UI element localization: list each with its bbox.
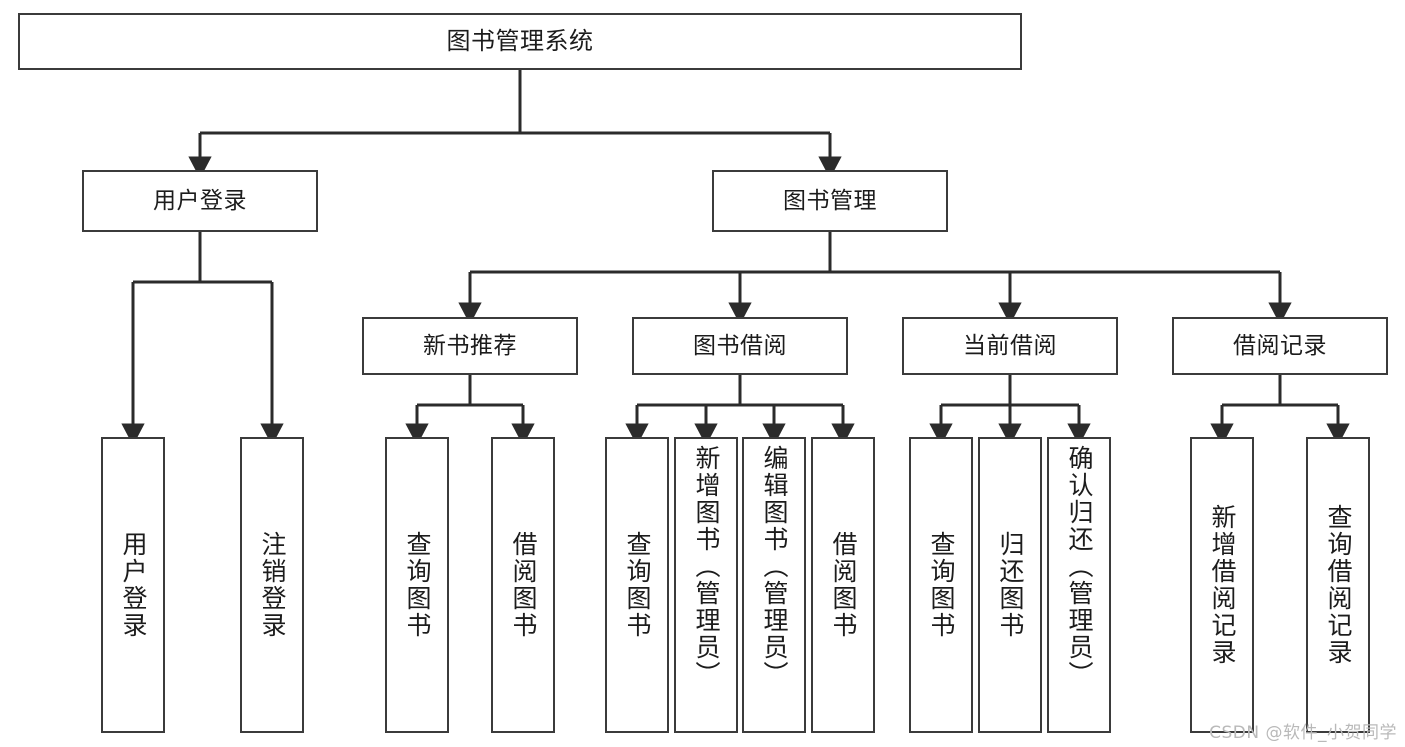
node-root-system[interactable]: 图书管理系统 [18,13,1022,70]
node-new-book-recommend[interactable]: 新书推荐 [362,317,578,375]
leaf-book-borrow-borrow[interactable]: 借阅图书 [811,437,875,733]
leaf-book-borrow-query[interactable]: 查询图书 [605,437,669,733]
node-label: 用户登录 [119,531,148,639]
leaf-new-book-query[interactable]: 查询图书 [385,437,449,733]
node-borrow-record[interactable]: 借阅记录 [1172,317,1388,375]
node-label: 新增图书（管理员） [692,445,721,688]
node-user-login[interactable]: 用户登录 [82,170,318,232]
leaf-new-book-borrow[interactable]: 借阅图书 [491,437,555,733]
node-label: 新书推荐 [423,332,517,359]
leaf-current-borrow-query[interactable]: 查询图书 [909,437,973,733]
node-label: 借阅图书 [509,531,538,639]
node-label: 归还图书 [996,531,1025,639]
node-label: 注销登录 [258,531,287,639]
node-label: 查询图书 [403,531,432,639]
leaf-current-borrow-return[interactable]: 归还图书 [978,437,1042,733]
leaf-borrow-record-query[interactable]: 查询借阅记录 [1306,437,1370,733]
watermark-text: CSDN @软件_小贺同学 [1209,723,1397,743]
node-book-management[interactable]: 图书管理 [712,170,948,232]
node-label: 新增借阅记录 [1208,504,1237,666]
leaf-book-borrow-edit[interactable]: 编辑图书（管理员） [742,437,806,733]
leaf-user-login-logout[interactable]: 注销登录 [240,437,304,733]
node-label: 查询图书 [927,531,956,639]
node-label: 借阅记录 [1233,332,1327,359]
node-label: 图书管理 [783,187,877,214]
leaf-user-login-login[interactable]: 用户登录 [101,437,165,733]
node-label: 确认归还（管理员） [1065,445,1094,688]
node-current-borrow[interactable]: 当前借阅 [902,317,1118,375]
node-label: 图书管理系统 [446,26,594,55]
leaf-borrow-record-add[interactable]: 新增借阅记录 [1190,437,1254,733]
node-book-borrow[interactable]: 图书借阅 [632,317,848,375]
node-label: 编辑图书（管理员） [760,445,789,688]
node-label: 当前借阅 [963,332,1057,359]
node-label: 查询图书 [623,531,652,639]
leaf-book-borrow-add[interactable]: 新增图书（管理员） [674,437,738,733]
leaf-current-borrow-confirm-return[interactable]: 确认归还（管理员） [1047,437,1111,733]
node-label: 查询借阅记录 [1324,504,1353,666]
node-label: 图书借阅 [693,332,787,359]
node-label: 用户登录 [153,187,247,214]
node-label: 借阅图书 [829,531,858,639]
